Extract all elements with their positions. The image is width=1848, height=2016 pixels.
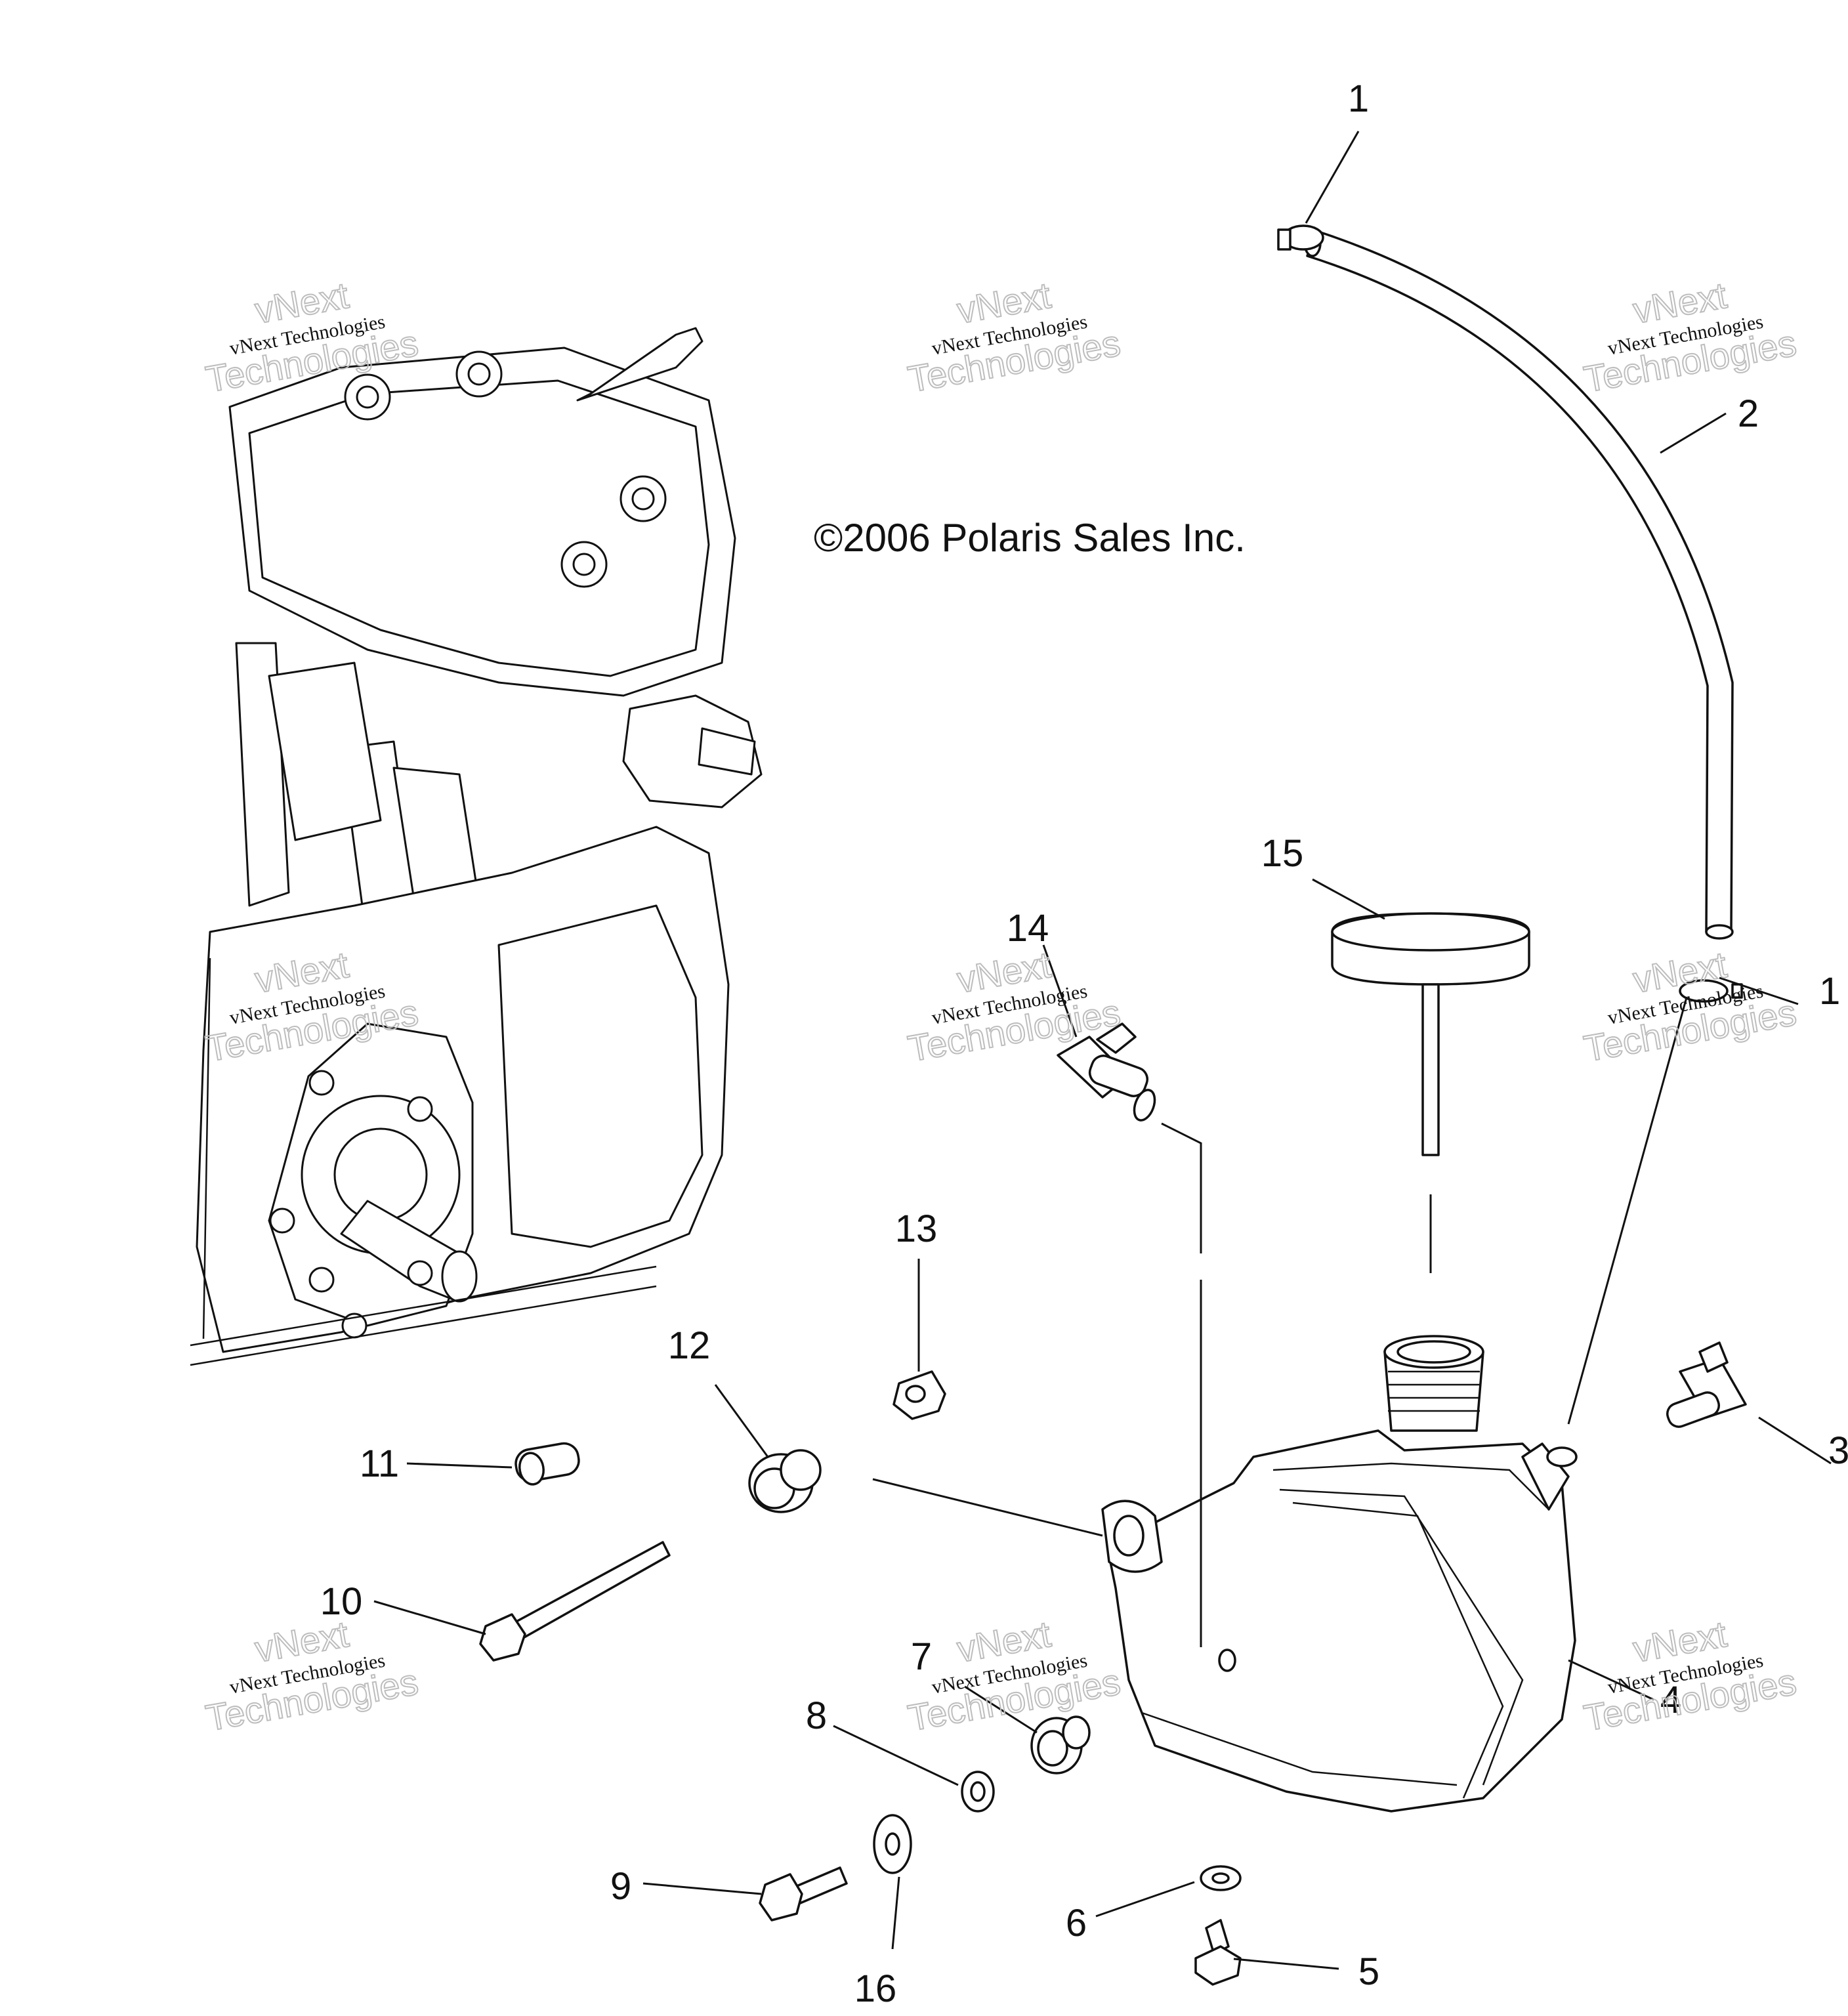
watermark-tile-6: vNext vNext Technologies Technologies (1580, 943, 1800, 1070)
callout-10: 10 (320, 1580, 363, 1623)
callout-2: 2 (1738, 392, 1759, 435)
washer-part-16 (873, 1814, 912, 1874)
callout-labels: 1 1 2 3 4 5 6 7 8 9 10 11 12 13 14 15 16 (320, 77, 1848, 2010)
callout-6: 6 (1066, 1902, 1087, 1944)
washer-part-6 (1200, 1865, 1242, 1891)
callout-7: 7 (911, 1635, 932, 1678)
callout-4: 4 (1660, 1679, 1681, 1721)
bolt-part-10 (479, 1541, 671, 1662)
nut-part-13 (892, 1370, 946, 1420)
watermark-tile-7: vNext vNext Technologies Technologies (202, 1612, 422, 1740)
hose-clamp-top (1277, 224, 1324, 251)
callout-15: 15 (1261, 832, 1304, 875)
callout-1a: 1 (1348, 77, 1369, 120)
watermark-tile-2: vNext vNext Technologies Technologies (904, 274, 1124, 401)
bolt-part-9 (759, 1866, 848, 1922)
spacer-part-8 (961, 1771, 995, 1813)
callout-1b: 1 (1819, 970, 1840, 1013)
callout-11: 11 (360, 1442, 399, 1485)
watermark-tile-9: vNext vNext Technologies Technologies (1580, 1612, 1800, 1740)
sensor-part-3 (1666, 1341, 1747, 1428)
copyright-notice: ©2006 Polaris Sales Inc. (814, 516, 1246, 560)
filler-cap-dipstick (1331, 912, 1530, 1156)
callout-5: 5 (1358, 1950, 1379, 1993)
engine-illustration (190, 327, 763, 1366)
callout-8: 8 (806, 1694, 827, 1737)
coolant-reservoir (1101, 1335, 1578, 1813)
grommet-part-7 (1030, 1715, 1091, 1774)
temperature-sensor (1057, 1022, 1156, 1122)
leader-lines (373, 131, 1832, 1970)
watermark-tile-3: vNext vNext Technologies Technologies (1580, 274, 1800, 401)
callout-9: 9 (610, 1865, 631, 1908)
bolt-part-5 (1194, 1919, 1242, 1986)
callout-16: 16 (854, 1967, 897, 2010)
callout-3: 3 (1828, 1429, 1848, 1472)
callout-13: 13 (895, 1208, 938, 1250)
grommet-part-12 (748, 1449, 822, 1513)
spacer-part-11 (514, 1442, 580, 1486)
callout-12: 12 (668, 1324, 711, 1367)
callout-14: 14 (1007, 907, 1049, 950)
